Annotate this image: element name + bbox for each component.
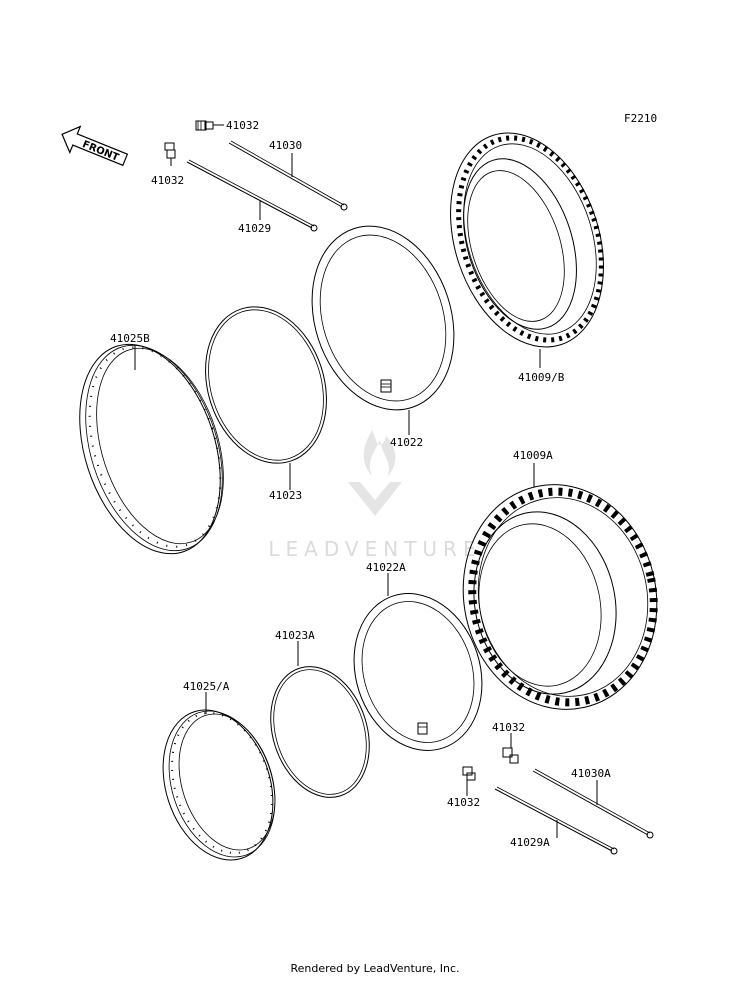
label-41030a: 41030A bbox=[571, 767, 611, 780]
label-41025a: 41025/A bbox=[183, 680, 230, 693]
tube-41022a bbox=[353, 573, 483, 751]
figure-code: F2210 bbox=[624, 112, 657, 125]
label-41030: 41030 bbox=[269, 139, 302, 152]
spoke-41029 bbox=[186, 159, 318, 232]
rim-band-41023a bbox=[270, 641, 370, 798]
label-41022: 41022 bbox=[390, 436, 423, 449]
label-41022a: 41022A bbox=[366, 561, 406, 574]
tube-41022 bbox=[311, 225, 455, 435]
valve-cap-bottom-right bbox=[502, 733, 519, 764]
label-41025b: 41025B bbox=[110, 332, 150, 345]
label-41029a: 41029A bbox=[510, 836, 550, 849]
tire-41009b bbox=[450, 132, 604, 368]
spoke-41029a bbox=[494, 786, 618, 855]
spoke-41030 bbox=[228, 140, 348, 211]
valve-cap-bottom-left bbox=[462, 766, 476, 796]
label-41009a: 41009A bbox=[513, 449, 553, 462]
label-41029: 41029 bbox=[238, 222, 271, 235]
label-41032-top-right: 41032 bbox=[226, 119, 259, 132]
leadventure-watermark: LEADVENTURE bbox=[268, 430, 481, 561]
label-41032-bottom-right: 41032 bbox=[492, 721, 525, 734]
tire-41009a bbox=[462, 463, 658, 710]
footer-credit: Rendered by LeadVenture, Inc. bbox=[290, 962, 460, 975]
spoke-41030a bbox=[532, 768, 654, 839]
label-41009b: 41009/B bbox=[518, 371, 565, 384]
label-41032-bottom-left: 41032 bbox=[447, 796, 480, 809]
valve-cap-top-right bbox=[195, 120, 224, 131]
rim-band-41023 bbox=[205, 306, 327, 490]
valve-cap-top-left bbox=[164, 142, 176, 166]
rim-41025a bbox=[162, 692, 276, 861]
front-arrow-icon: FRONT bbox=[61, 125, 129, 167]
label-41023: 41023 bbox=[269, 489, 302, 502]
label-41023a: 41023A bbox=[275, 629, 315, 642]
label-41032-top-left: 41032 bbox=[151, 174, 184, 187]
watermark-text: LEADVENTURE bbox=[268, 537, 481, 561]
rim-41025b bbox=[79, 343, 224, 555]
